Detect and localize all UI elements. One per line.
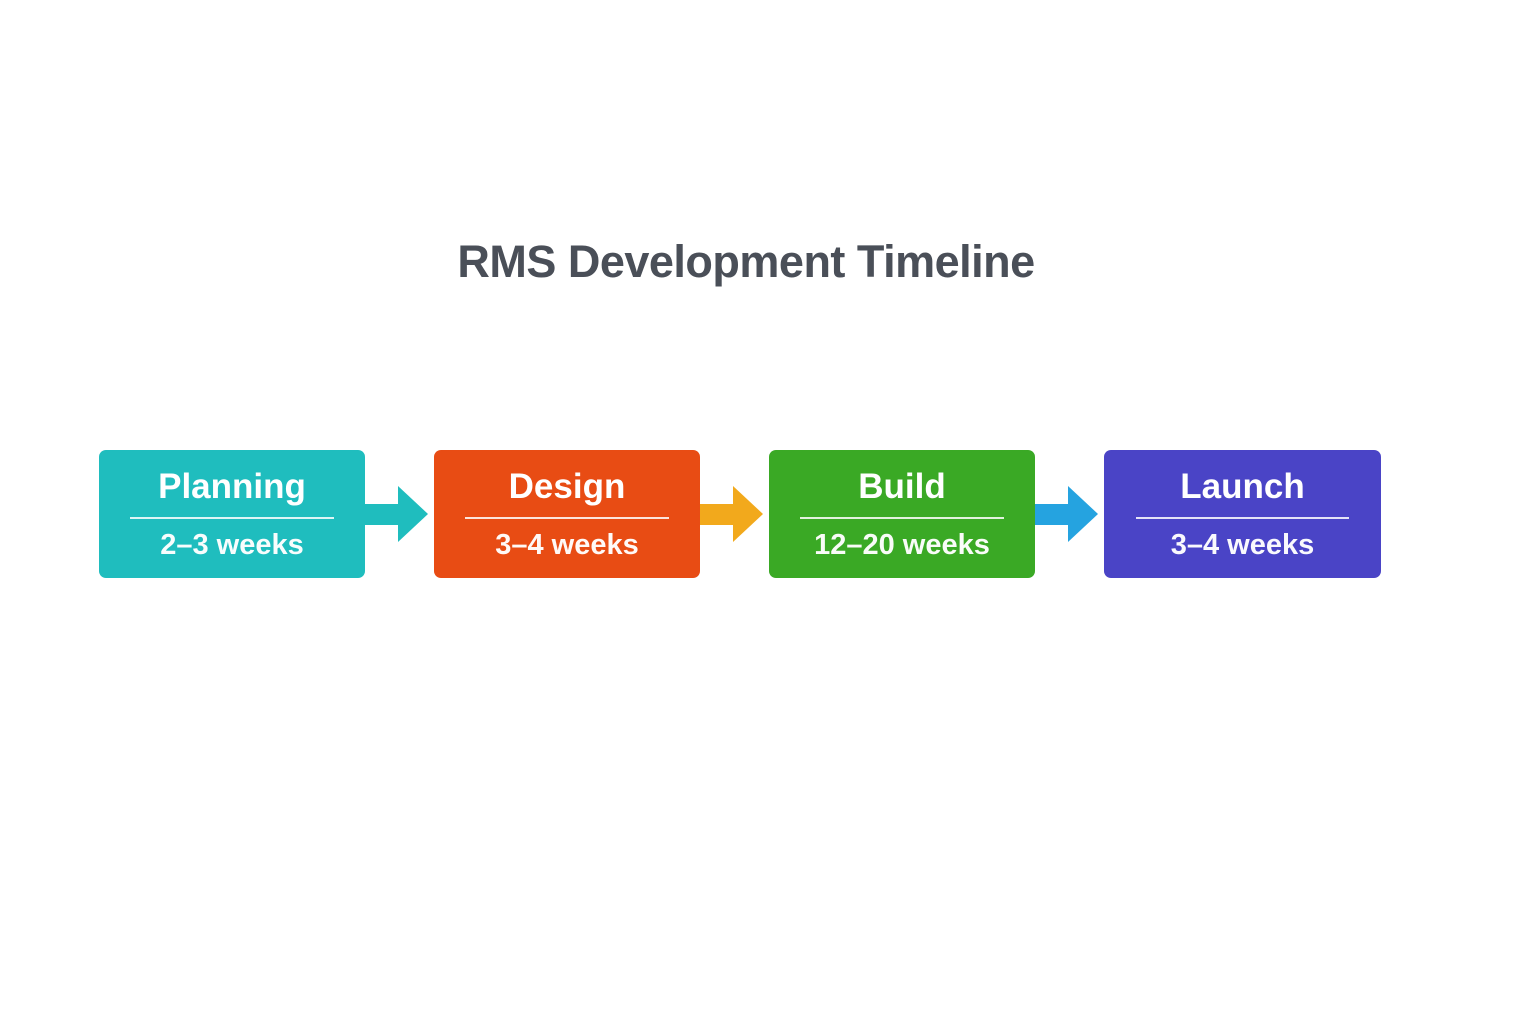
stage-divider: [129, 516, 335, 519]
stage-name: Planning: [158, 466, 306, 506]
arrow-head: [398, 486, 428, 542]
stage-name: Build: [858, 466, 946, 506]
arrow-shaft: [1035, 503, 1068, 525]
stage-duration: 12–20 weeks: [814, 528, 990, 561]
stage-launch: Launch 3–4 weeks: [1104, 450, 1381, 578]
stage-name: Design: [508, 466, 626, 506]
stage-build: Build 12–20 weeks: [769, 450, 1035, 578]
arrow-head: [1068, 486, 1098, 542]
stage-divider: [799, 516, 1005, 519]
timeline-row: Planning 2–3 weeks Design 3–4 weeks Buil…: [0, 450, 1508, 578]
page-title: RMS Development Timeline: [457, 236, 1035, 287]
arrow-build-to-launch-icon: [1035, 486, 1098, 542]
arrow-planning-to-design-icon: [365, 486, 428, 542]
stage-name: Launch: [1180, 466, 1305, 506]
stage-design: Design 3–4 weeks: [434, 450, 700, 578]
arrow-head: [733, 486, 763, 542]
stage-divider: [1135, 516, 1350, 519]
stage-duration: 2–3 weeks: [160, 528, 304, 561]
stage-divider: [464, 516, 670, 519]
arrow-design-to-build-icon: [700, 486, 763, 542]
stage-duration: 3–4 weeks: [1170, 528, 1315, 561]
arrow-shaft: [365, 503, 398, 525]
stage-duration: 3–4 weeks: [495, 528, 639, 561]
arrow-shaft: [700, 503, 733, 525]
stage-planning: Planning 2–3 weeks: [99, 450, 365, 578]
